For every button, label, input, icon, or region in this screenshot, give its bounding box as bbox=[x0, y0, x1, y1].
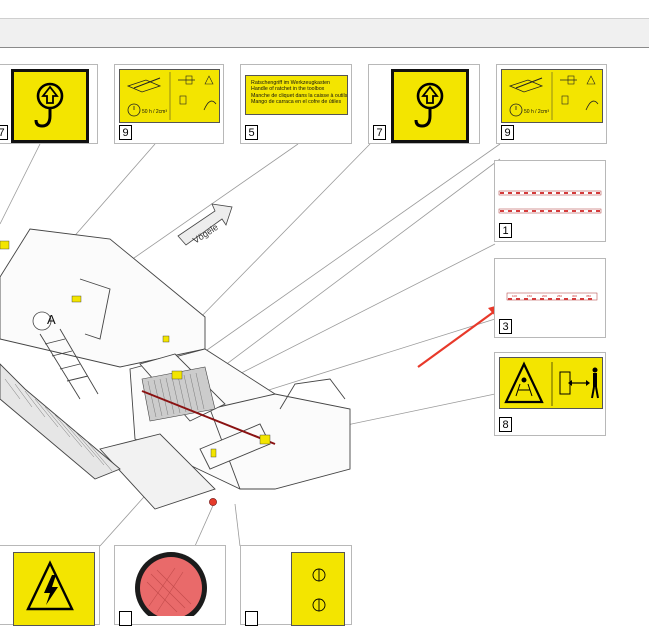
crush-hazard-icon bbox=[504, 361, 599, 406]
label-5: 5 bbox=[245, 125, 258, 140]
label-1: 1 bbox=[499, 223, 512, 238]
maintenance-icon: 50 h / 2cm³ bbox=[508, 72, 599, 120]
window-top-strip bbox=[0, 0, 649, 18]
viewer-toolbar bbox=[0, 18, 649, 48]
label-7-left: 7 bbox=[0, 125, 8, 140]
label-9-right: 9 bbox=[501, 125, 514, 140]
maint-sticker: 50 h / 2cm³ bbox=[119, 69, 220, 123]
card-stripe-ruler: 100 150 200 250 300 350 3 bbox=[494, 258, 606, 338]
card-hook-left: 7 bbox=[0, 64, 98, 144]
hook-sticker-right bbox=[391, 69, 469, 143]
crush-warning-sticker bbox=[499, 357, 603, 409]
detail-a-circle bbox=[32, 311, 52, 331]
card-maint-left: 50 h / 2cm³ 9 bbox=[114, 64, 224, 144]
body-red-stripe bbox=[141, 390, 276, 445]
maint-interval-left: 50 h / 2cm³ bbox=[142, 109, 167, 115]
ruler-mark-4: 300 bbox=[572, 294, 577, 298]
warning-stripes bbox=[498, 190, 602, 214]
ruler-mark-2: 200 bbox=[542, 294, 547, 298]
card-stripe-long: 1 bbox=[494, 160, 606, 242]
hook-icon bbox=[34, 82, 64, 128]
ruler-mark-0: 100 bbox=[512, 294, 517, 298]
label-blank-2 bbox=[245, 611, 258, 626]
label-blank-1 bbox=[119, 611, 132, 626]
label-8: 8 bbox=[499, 417, 512, 432]
label-7-right: 7 bbox=[373, 125, 386, 140]
electrical-sticker bbox=[13, 552, 95, 626]
red-marker-dot bbox=[209, 498, 217, 506]
radiator-block bbox=[141, 366, 216, 422]
paver-diagram: Vögele bbox=[0, 143, 506, 547]
card-crush-warning: 8 bbox=[494, 352, 606, 436]
hook-icon bbox=[414, 82, 444, 128]
machine-stickers bbox=[0, 240, 271, 458]
card-rotation-sticker bbox=[240, 545, 352, 626]
maint-interval-right: 50 h / 2cm³ bbox=[524, 109, 549, 115]
rotation-sticker bbox=[291, 552, 345, 626]
maint-sticker-right: 50 h / 2cm³ bbox=[501, 69, 603, 123]
ratchet-sticker: Ratschengriff im Werkzeugkasten Handle o… bbox=[245, 75, 348, 115]
ruler-mark-5: 350 bbox=[586, 294, 591, 298]
hook-sticker bbox=[11, 69, 89, 143]
card-hook-right: 7 bbox=[368, 64, 480, 144]
card-maint-right: 50 h / 2cm³ 9 bbox=[496, 64, 607, 144]
card-ratchet: Ratschengriff im Werkzeugkasten Handle o… bbox=[240, 64, 352, 144]
paver-machine bbox=[0, 228, 351, 510]
label-3: 3 bbox=[499, 319, 512, 334]
maintenance-icon: 50 h / 2cm³ bbox=[126, 72, 217, 120]
track-hatch bbox=[4, 378, 113, 472]
card-electrical-hazard bbox=[0, 545, 100, 626]
detail-a-label: A bbox=[47, 312, 56, 327]
voegele-direction-arrow: Vögele bbox=[177, 203, 233, 246]
rotation-arrows-icon bbox=[312, 568, 326, 612]
ruler-mark-3: 250 bbox=[557, 294, 562, 298]
high-voltage-icon bbox=[26, 560, 74, 611]
leader-lines bbox=[0, 143, 501, 547]
label-9-left: 9 bbox=[119, 125, 132, 140]
red-circle-icon bbox=[135, 552, 207, 616]
red-pointer-arrow bbox=[417, 303, 506, 368]
card-stop-marker bbox=[114, 545, 226, 626]
ruler-stripe: 100 150 200 250 300 350 bbox=[506, 292, 598, 301]
ruler-mark-1: 150 bbox=[527, 294, 532, 298]
ratchet-text: Ratschengriff im Werkzeugkasten Handle o… bbox=[251, 80, 348, 106]
